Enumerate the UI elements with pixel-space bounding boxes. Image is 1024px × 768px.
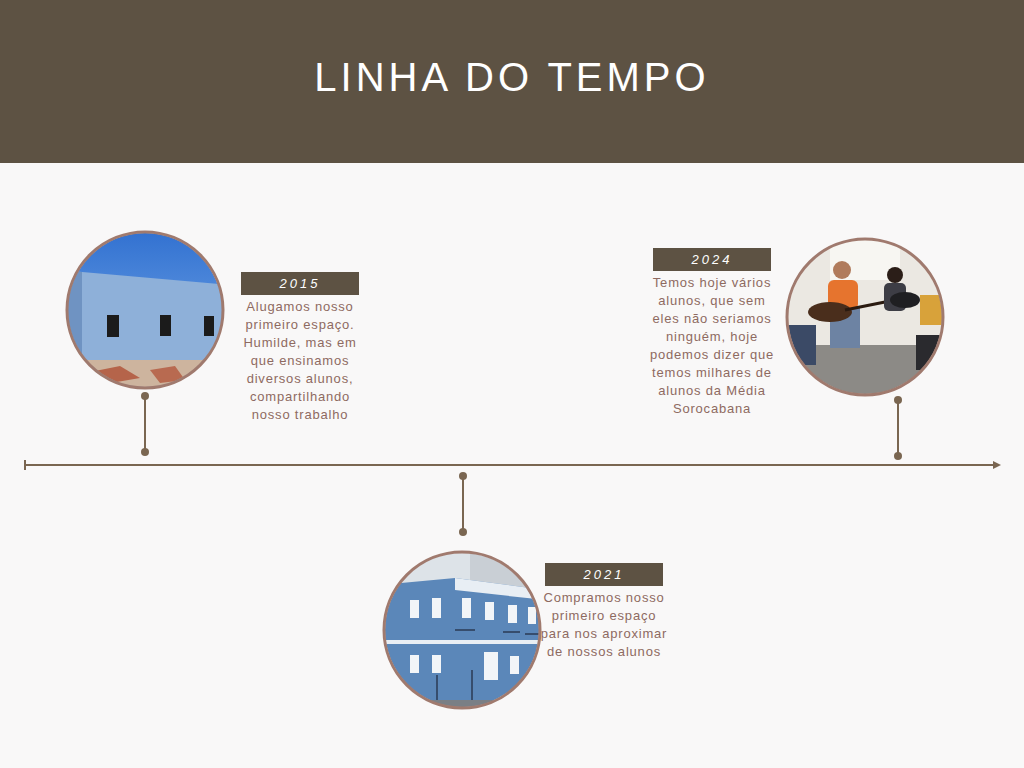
photo-bought-space: [380, 548, 550, 718]
timeline-axis: [25, 460, 1001, 470]
year-label: 2015: [241, 272, 359, 295]
timeline-entry: 2024Temos hoje vários alunos, que sem el…: [648, 248, 776, 418]
year-label: 2024: [653, 248, 771, 271]
year-label: 2021: [545, 563, 663, 586]
event-description: Temos hoje vários alunos, que sem eles n…: [648, 274, 776, 418]
photo-frame: [384, 552, 540, 708]
event-description: Alugamos nosso primeiro espaço. Humilde,…: [236, 298, 364, 424]
timeline-entry: 2021Compramos nosso primeiro espaço para…: [540, 563, 668, 661]
photo-frame: [67, 232, 223, 388]
event-description: Compramos nosso primeiro espaço para nos…: [540, 589, 668, 661]
page-title: LINHA DO TEMPO: [0, 52, 1024, 102]
timeline-entry: 2015Alugamos nosso primeiro espaço. Humi…: [236, 272, 364, 424]
photo-frame: [787, 239, 943, 395]
photo-students: [785, 237, 946, 400]
photo-first-space: [60, 225, 230, 400]
